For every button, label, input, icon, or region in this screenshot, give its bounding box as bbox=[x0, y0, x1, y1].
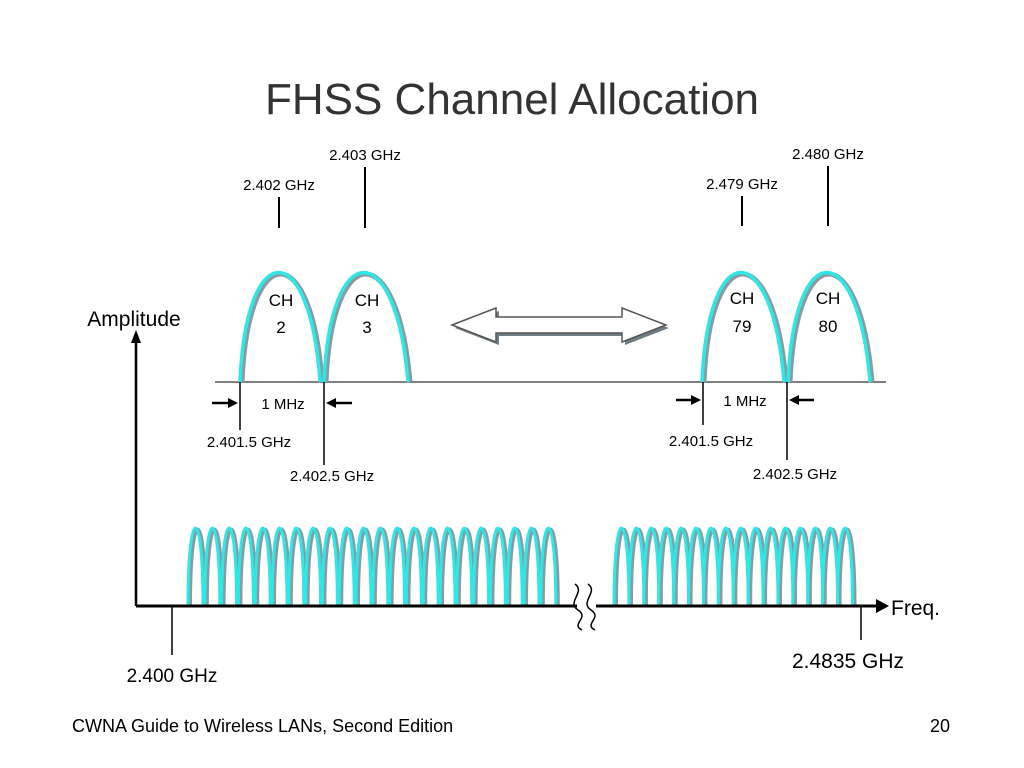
spectrum-lobe bbox=[236, 526, 255, 607]
ch79-label-line2: 79 bbox=[733, 317, 752, 336]
ch80-label-line2: 80 bbox=[819, 317, 838, 336]
ch2-label-line1: CH bbox=[269, 291, 294, 310]
spectrum-lobe bbox=[253, 526, 272, 607]
ch2-label-line2: 2 bbox=[276, 318, 285, 337]
spectrum-lobe bbox=[304, 526, 323, 607]
spectrum-lobe bbox=[320, 526, 339, 607]
right-arrow-icon bbox=[212, 398, 238, 408]
spectrum-lobe bbox=[287, 526, 306, 607]
ch2-center-label: 2.402 GHz bbox=[243, 177, 315, 194]
spectrum-lobe bbox=[455, 526, 474, 607]
left-arrow-icon bbox=[326, 398, 352, 408]
spectrum-lobe bbox=[220, 526, 239, 607]
left-bandwidth-label: 1 MHz bbox=[261, 396, 304, 413]
ch80-center-label: 2.480 GHz bbox=[792, 146, 864, 163]
spectrum-lobe bbox=[438, 526, 457, 607]
spectrum-lobe bbox=[404, 526, 423, 607]
spectrum-lobe bbox=[505, 526, 524, 607]
spectrum-lobe bbox=[539, 526, 558, 607]
spectrum-lobe bbox=[203, 526, 222, 607]
right-arrow-icon bbox=[676, 395, 701, 405]
right-bandwidth-label: 1 MHz bbox=[723, 393, 766, 410]
spectrum-lobe bbox=[337, 526, 356, 607]
axis-break-icon bbox=[573, 583, 596, 631]
start-frequency-label: 2.400 GHz bbox=[127, 666, 218, 687]
amplitude-arrow-icon bbox=[131, 330, 141, 343]
ch3-center-label: 2.403 GHz bbox=[329, 147, 401, 164]
left-arrow-icon bbox=[789, 395, 814, 405]
spectrum-lobe bbox=[472, 526, 491, 607]
amplitude-label: Amplitude bbox=[87, 308, 180, 331]
ch3-label-line2: 3 bbox=[362, 318, 371, 337]
spectrum-lobe bbox=[270, 526, 289, 607]
left-low-label: 2.401.5 GHz bbox=[207, 434, 291, 451]
channel-lobe-ch2 bbox=[238, 271, 325, 383]
channel-lobe-ch80 bbox=[786, 271, 875, 383]
spectrum-lobe bbox=[488, 526, 507, 607]
spectrum-lobe bbox=[836, 526, 854, 607]
ch79-label-line1: CH bbox=[730, 289, 755, 308]
spectrum-lobe bbox=[186, 526, 205, 607]
ch79-center-label: 2.479 GHz bbox=[706, 176, 778, 193]
double-arrow-icon bbox=[449, 306, 669, 345]
spectrum-lobe bbox=[421, 526, 440, 607]
spectrum-lobes-left bbox=[186, 526, 560, 607]
end-frequency-label: 2.4835 GHz bbox=[792, 650, 904, 673]
frequency-arrow-icon bbox=[876, 599, 889, 613]
ch3-label-line1: CH bbox=[355, 291, 380, 310]
spectrum-lobe bbox=[388, 526, 407, 607]
footer-text: CWNA Guide to Wireless LANs, Second Edit… bbox=[72, 716, 454, 736]
page-number: 20 bbox=[930, 716, 951, 736]
spectrum-lobes-right bbox=[612, 526, 857, 607]
ch80-label-line1: CH bbox=[816, 289, 841, 308]
slide-title: FHSS Channel Allocation bbox=[264, 75, 760, 124]
left-high-label: 2.402.5 GHz bbox=[290, 468, 374, 485]
channel-lobe-ch79 bbox=[700, 271, 789, 383]
right-low-label: 2.401.5 GHz bbox=[669, 433, 753, 450]
spectrum-lobe bbox=[354, 526, 373, 607]
spectrum-lobe bbox=[371, 526, 390, 607]
spectrum-lobe bbox=[522, 526, 541, 607]
right-high-label: 2.402.5 GHz bbox=[753, 466, 837, 483]
channel-lobe-ch3 bbox=[322, 271, 413, 383]
frequency-label: Freq. bbox=[891, 597, 940, 620]
